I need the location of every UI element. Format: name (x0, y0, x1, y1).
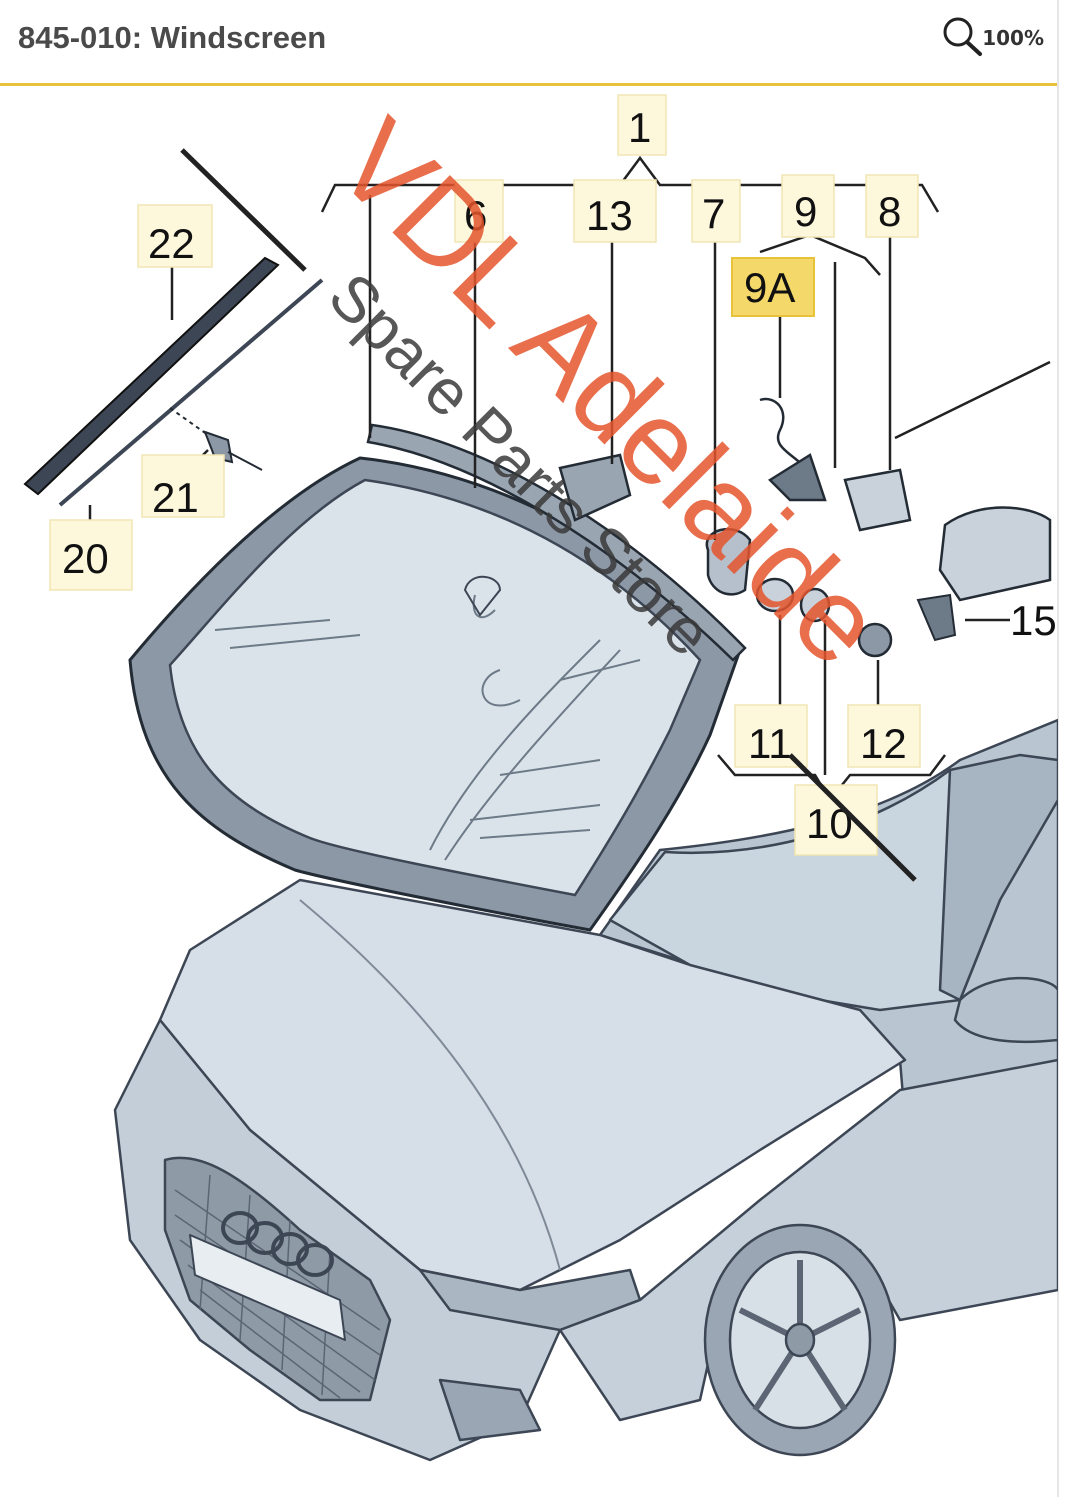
callout-12: 12 (860, 720, 907, 767)
upper-seal-strip (366, 423, 747, 662)
mirror-cover (938, 506, 1052, 602)
callout-labels: 1 6 13 7 9 8 9A 22 21 20 15 11 12 10 (62, 104, 1057, 847)
callout-7: 7 (702, 190, 725, 237)
magnifier-icon[interactable] (940, 14, 986, 58)
sensor-9 (768, 453, 827, 502)
zoom-level: 100% (982, 26, 1044, 50)
callout-20: 20 (62, 535, 109, 582)
housing-7 (705, 527, 752, 596)
callout-10: 10 (806, 800, 853, 847)
car-illustration (113, 718, 1058, 1462)
callout-9: 9 (794, 188, 817, 235)
clip-21 (169, 407, 263, 471)
bracket-8 (843, 468, 912, 532)
seal-strip-20 (58, 278, 324, 507)
callout-boxes (49, 94, 921, 856)
zoom-control[interactable]: 100% (940, 14, 1044, 58)
callout-1: 1 (628, 104, 651, 151)
side-trim-22 (23, 256, 280, 496)
leader-lines (88, 155, 1051, 803)
sensor-cover-13 (558, 453, 632, 522)
callout-11: 11 (748, 720, 792, 767)
callout-22: 22 (148, 220, 195, 267)
callout-21: 21 (152, 474, 199, 521)
seal-ring-12b (857, 622, 893, 658)
callout-13: 13 (586, 192, 633, 239)
callout-6: 6 (464, 192, 487, 239)
seal-ring-11 (755, 577, 795, 613)
page-title: 845-010: Windscreen (18, 20, 327, 55)
seal-ring-12a (799, 587, 831, 623)
callout-highlight-9a[interactable] (731, 257, 815, 317)
header-bar: 845-010: Windscreen 100% (0, 0, 1058, 86)
callout-15: 15 (1010, 597, 1057, 644)
callout-8: 8 (878, 188, 901, 235)
page-edge (1057, 0, 1059, 1497)
trim-15 (916, 593, 957, 642)
callout-9a: 9A (744, 264, 795, 311)
exploded-parts-diagram: 1 6 13 7 9 8 9A 22 21 20 15 11 12 10 VDL… (23, 94, 1058, 1462)
windscreen-glass (128, 456, 742, 932)
